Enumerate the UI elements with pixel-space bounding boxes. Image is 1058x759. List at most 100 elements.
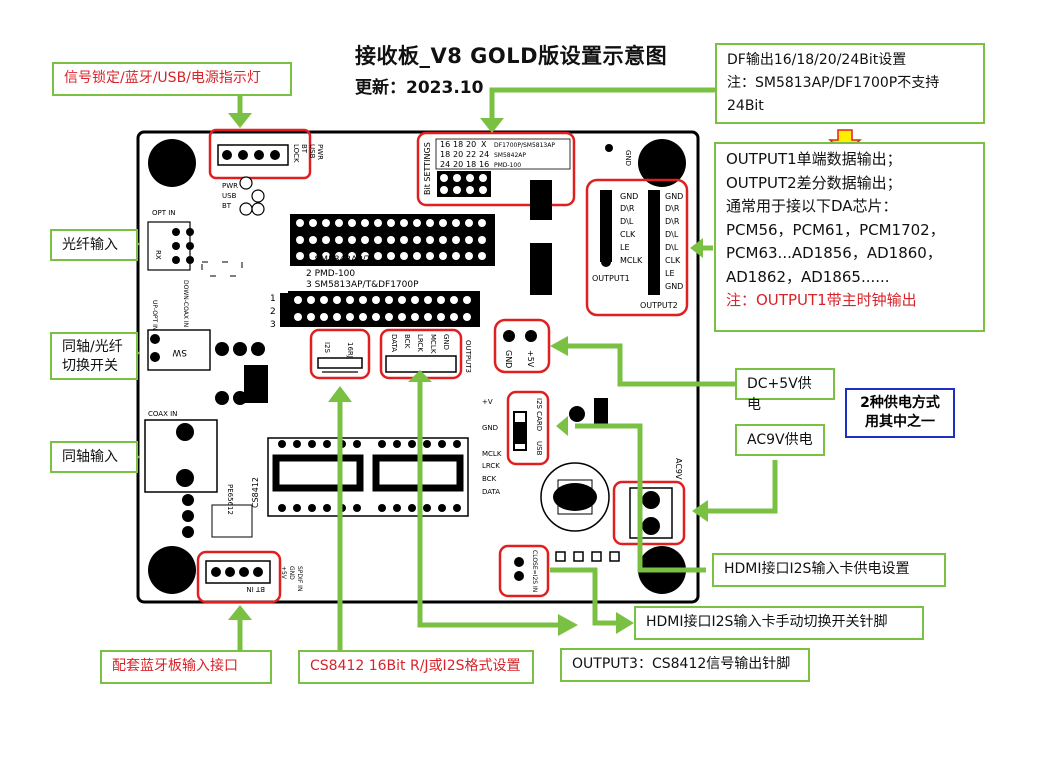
callout-bt-interface: 配套蓝牙板输入接口 (100, 650, 272, 684)
output3-label: OUTPUT3 (464, 340, 472, 373)
dc-5v-label: +5V (526, 350, 535, 368)
led-pins (222, 150, 280, 160)
jumper-num-3: 3 (270, 320, 276, 330)
svg-text:D\L: D\L (665, 230, 679, 239)
svg-text:LRCK: LRCK (416, 334, 424, 352)
svg-text:20: 20 (453, 160, 463, 169)
svg-text:20: 20 (466, 140, 476, 149)
svg-text:D\R: D\R (665, 204, 680, 213)
cs8412-label: CS8412 (251, 477, 260, 508)
led-side-bt: BT (222, 202, 232, 210)
svg-text:+V: +V (482, 398, 493, 406)
mounting-hole-tr (638, 139, 686, 187)
jumper-num-2: 2 (270, 307, 276, 317)
chip-list: 1 SM5842AP/T (306, 255, 372, 265)
i2s-label: I2S (323, 342, 331, 354)
jumper-num-1: 1 (270, 294, 276, 304)
chip-list-2: 2 PMD-100 (306, 269, 355, 279)
callout-hdmi-switch: HDMI接口I2S输入卡手动切换开关针脚 (634, 606, 924, 640)
output-desc-line-4: PCM56，PCM61，PCM1702， (726, 220, 945, 239)
output-desc-line-2: OUTPUT2差分数据输出； (726, 173, 902, 192)
svg-text:SM5842AP: SM5842AP (494, 152, 526, 159)
svg-text:D\R: D\R (620, 204, 635, 213)
output-desc-line-5: PCM63...AD1856，AD1860， (726, 244, 942, 262)
bit-settings-label: Bit SETTINGS (423, 142, 432, 195)
svg-text:MCLK: MCLK (620, 256, 643, 265)
bt-pin-5v: +5V (280, 566, 287, 580)
up-opt-in-label: UP-OPT IN (151, 300, 158, 330)
svg-text:DATA: DATA (482, 488, 500, 496)
mounting-hole-bl (148, 546, 196, 594)
led-side-pwr: PWR (222, 182, 238, 190)
chip-list-3: 3 SM5813AP/T&DF1700P (306, 280, 419, 290)
opt-in-label: OPT IN (152, 209, 176, 217)
close-i2s-label: CLOSE=I2S IN (531, 550, 538, 592)
svg-text:CLK: CLK (620, 230, 636, 239)
output1-pins: GND D\R D\L CLK LE MCLK (620, 192, 643, 265)
i2s-card-label: I2S CARD (535, 398, 543, 431)
svg-text:16: 16 (440, 140, 450, 149)
svg-text:X: X (481, 140, 487, 149)
gnd-top-label: GND (624, 150, 632, 166)
callout-coax-input: 同轴输入 (50, 441, 138, 473)
callout-hdmi-power: HDMI接口I2S输入卡供电设置 (712, 553, 946, 587)
callout-output-desc: OUTPUT1单端数据输出； OUTPUT2差分数据输出； 通常用于接以下DA芯… (714, 142, 985, 332)
svg-text:MCLK: MCLK (482, 450, 502, 458)
svg-text:GND: GND (620, 192, 638, 201)
callout-two-power: 2种供电方式 用其中之一 (845, 388, 955, 438)
svg-text:GND: GND (482, 424, 498, 432)
page-subtitle: 更新：2023.10 (355, 78, 484, 98)
output1-label: OUTPUT1 (592, 274, 630, 283)
svg-text:BCK: BCK (403, 334, 411, 349)
svg-text:GND: GND (442, 334, 450, 350)
svg-text:18: 18 (466, 160, 476, 169)
svg-text:20: 20 (453, 150, 463, 159)
rj-label: 16RJ (346, 342, 354, 358)
led-label-usb: USB (308, 144, 316, 159)
side-pins: +V GND MCLK LRCK BCK DATA (482, 398, 502, 496)
svg-text:DATA: DATA (390, 334, 398, 352)
svg-text:24: 24 (440, 160, 450, 169)
led-label-lock: LOCK (292, 144, 300, 163)
svg-text:GND: GND (665, 282, 683, 291)
callout-dc5v: DC+5V供电 (735, 368, 835, 413)
mounting-hole-tl (148, 139, 196, 187)
svg-text:D\L: D\L (665, 243, 679, 252)
svg-text:18: 18 (453, 140, 463, 149)
callout-cs8412-format: CS8412 16Bit R/J或I2S格式设置 (298, 650, 534, 684)
callout-coax-optical-switch: 同轴/光纤 切换开关 (50, 332, 138, 380)
svg-text:DF1700P/SM5813AP: DF1700P/SM5813AP (494, 142, 555, 149)
svg-text:24: 24 (479, 150, 489, 159)
svg-text:1 SM5842AP/T: 1 SM5842AP/T (306, 255, 372, 265)
bt-pin-gnd: GND (288, 566, 295, 580)
callout-indicator-leds: 信号锁定/蓝牙/USB/电源指示灯 (52, 62, 292, 96)
svg-text:PMD-100: PMD-100 (494, 162, 521, 169)
rx-label: RX (154, 250, 162, 260)
svg-text:BCK: BCK (482, 475, 497, 483)
svg-text:LE: LE (665, 269, 675, 278)
callout-ac9v: AC9V供电 (735, 424, 825, 456)
svg-text:D\R: D\R (665, 217, 680, 226)
output2-label: OUTPUT2 (640, 301, 678, 310)
output-desc-note: 注：OUTPUT1带主时钟输出 (726, 291, 917, 309)
svg-text:LRCK: LRCK (482, 462, 500, 470)
page-title: 接收板_V8 GOLD版设置示意图 (355, 44, 668, 68)
coax-in-label: COAX IN (148, 410, 177, 418)
output-desc-line-3: 通常用于接以下DA芯片： (726, 197, 898, 215)
svg-text:LE: LE (620, 243, 630, 252)
svg-text:22: 22 (466, 150, 476, 159)
led-label-pwr: PWR (316, 144, 324, 160)
led-label-bt: BT (300, 144, 308, 154)
led-side-usb: USB (222, 192, 237, 200)
output2-pins: GND D\R D\R D\L D\L CLK LE GND (665, 192, 683, 291)
svg-text:D\L: D\L (620, 217, 634, 226)
sw-label: SW (172, 347, 187, 357)
pe-label: PE65612 (226, 484, 234, 515)
ac9v-label: AC9V (674, 458, 683, 480)
svg-text:CLK: CLK (665, 256, 681, 265)
output3-pins: DATA BCK LRCK MCLK GND (390, 334, 450, 354)
callout-df-output: DF输出16/18/20/24Bit设置 注：SM5813AP/DF1700P不… (715, 43, 985, 124)
dc-gnd-label: GND (504, 350, 513, 368)
svg-text:GND: GND (665, 192, 683, 201)
